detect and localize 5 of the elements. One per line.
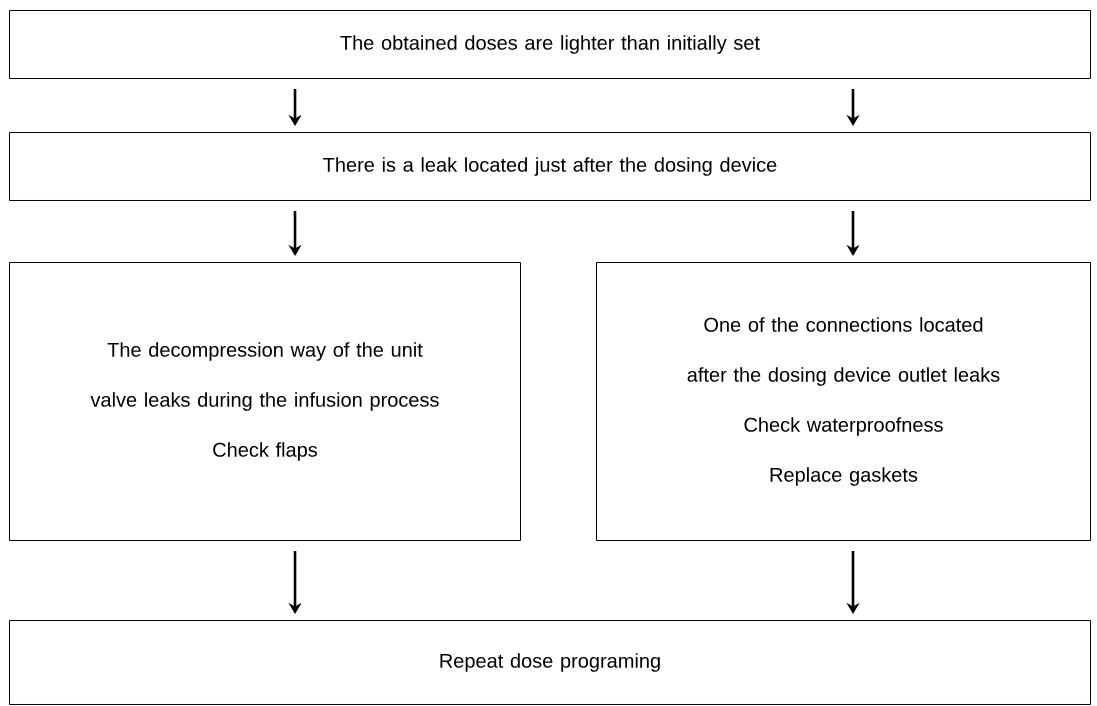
process-box: The obtained doses are lighter than initially set — [9, 10, 1091, 79]
process-box: There is a leak located just after the dosing device — [9, 132, 1091, 201]
process-box: One of the connections located after the dosing device outlet leaks Check waterproofness Replace gaskets — [596, 262, 1091, 541]
process-box: The decompression way of the unit valve leaks during the infusion process Check flaps — [9, 262, 521, 541]
process-box: Repeat dose programing — [9, 620, 1091, 705]
